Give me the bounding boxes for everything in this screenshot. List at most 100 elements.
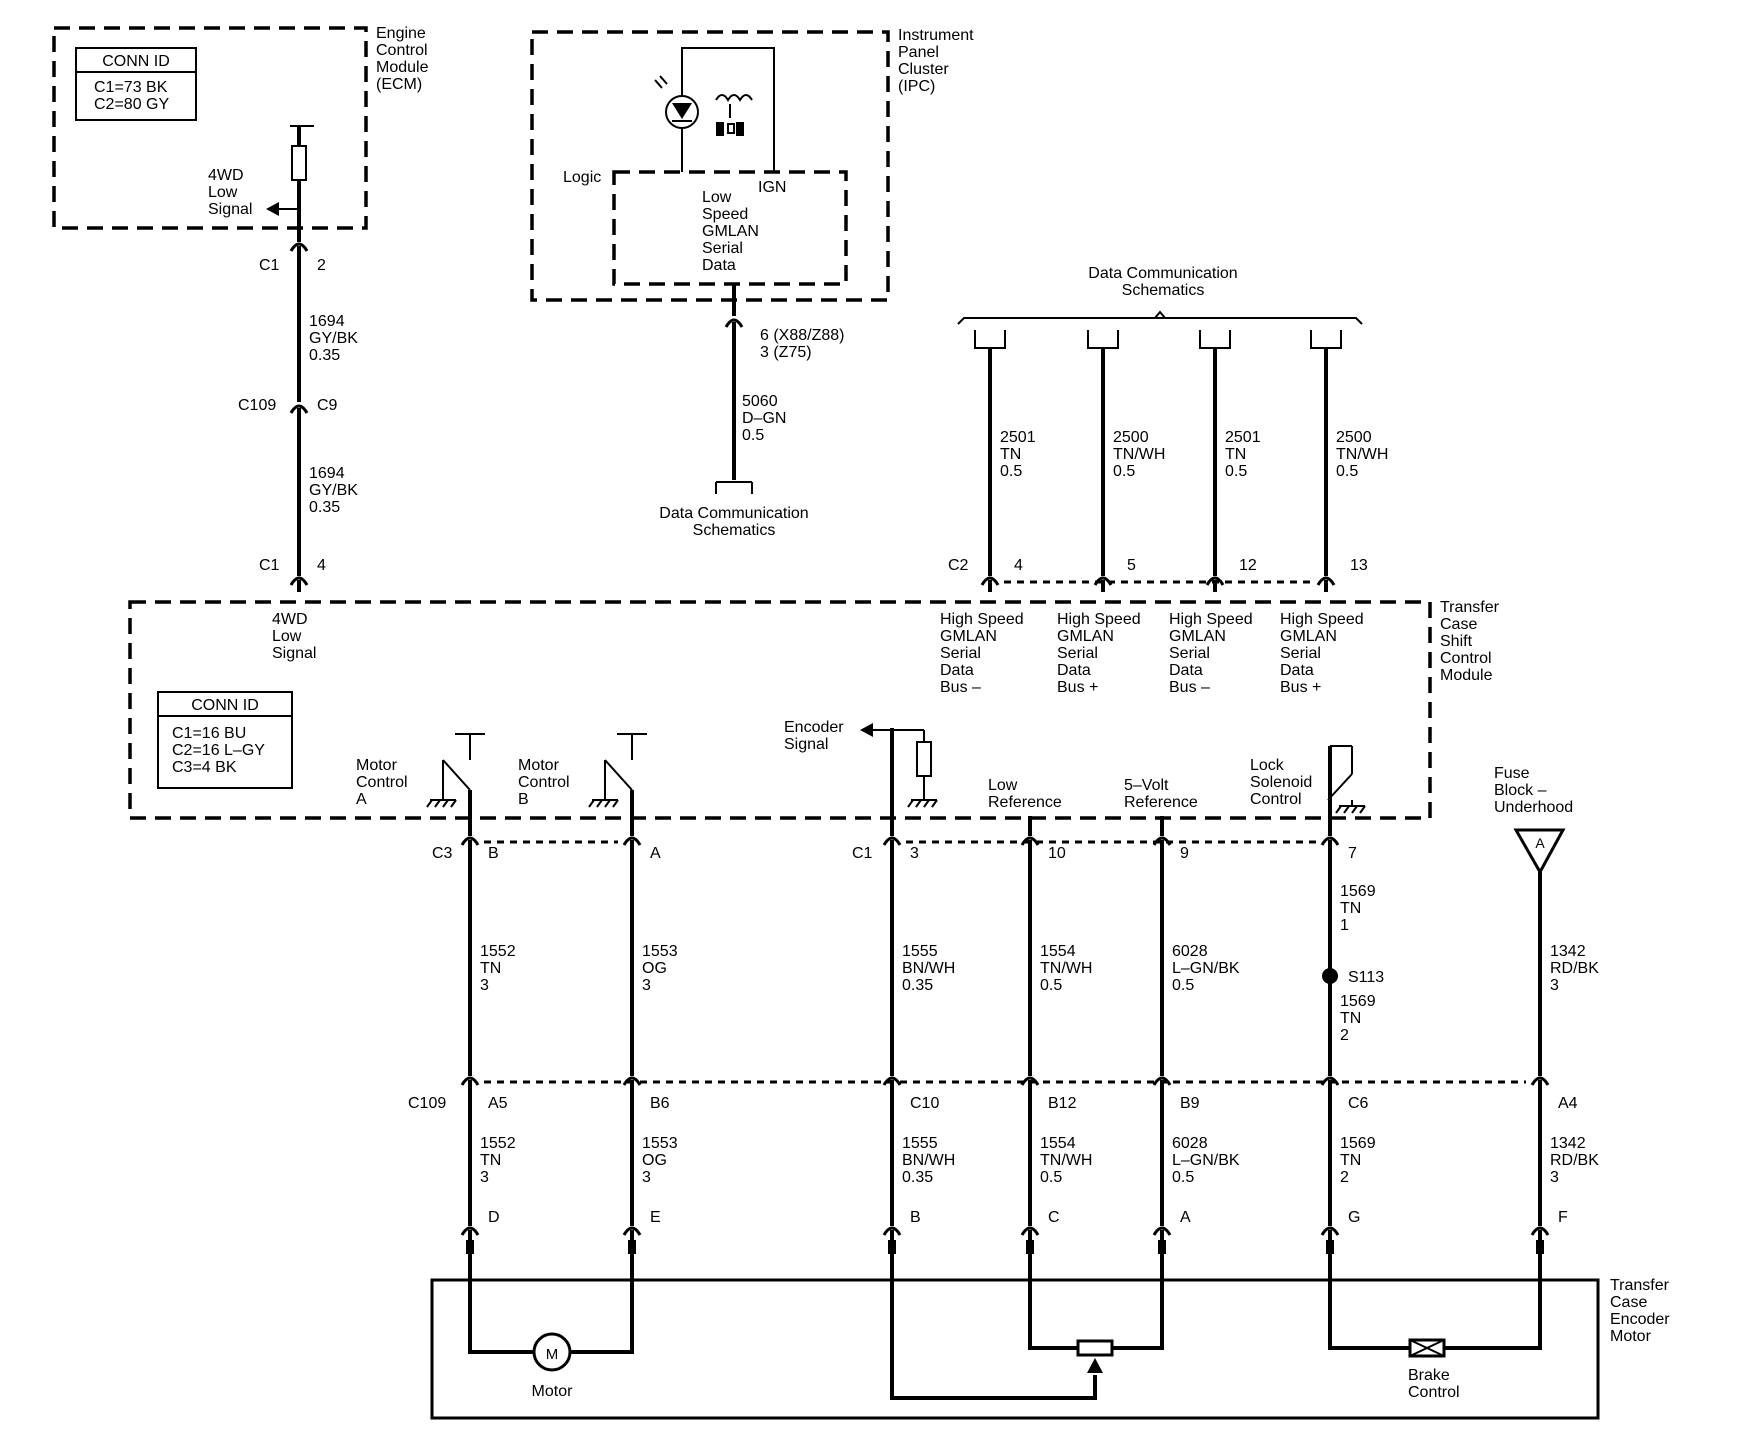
gmlan-pin-2: 5 bbox=[1127, 557, 1136, 574]
circuit-motor-a-c109-pin: A5 bbox=[488, 1095, 508, 1112]
circuit-lock-upper-connector bbox=[1320, 836, 1340, 846]
splice-s113 bbox=[1322, 968, 1338, 984]
ipc-logic-outline bbox=[612, 170, 848, 286]
circuit-motor-a-motor-pin: D bbox=[488, 1209, 500, 1226]
gmlan-pin-1: 4 bbox=[1014, 557, 1023, 574]
circuit-motor-b-c109-connector bbox=[622, 1076, 642, 1086]
c3-label: C3 bbox=[432, 845, 453, 862]
circuit-encoder-motor-connector bbox=[882, 1226, 902, 1236]
circuit-encoder-upper-pin: 3 bbox=[910, 845, 919, 862]
wiper-arrow-icon bbox=[1087, 1358, 1103, 1373]
motor-control-a-switch bbox=[426, 733, 485, 836]
circuit-motor-a-motor-connector bbox=[460, 1226, 480, 1236]
ecm-signal-arrow-icon bbox=[266, 202, 279, 216]
ecm-c109-label: C109 bbox=[238, 397, 276, 414]
circuit-five-volt-motor-pin: A bbox=[1180, 1209, 1191, 1226]
tcscm-conn-id-box bbox=[157, 691, 293, 789]
gmlan-connector-1 bbox=[980, 576, 1000, 586]
circuit-encoder-c109-pin: C10 bbox=[910, 1095, 939, 1112]
circuit-five-volt-upper-pin: 9 bbox=[1180, 845, 1189, 862]
circuit-lock-splice-label: S113 bbox=[1348, 969, 1384, 986]
circuit-encoder-upper-connector bbox=[882, 836, 902, 846]
tcscm-c1-pin4-connector bbox=[289, 576, 309, 586]
circuit-low-ref-upper-connector bbox=[1020, 836, 1040, 846]
circuit-low-ref-c109-pin: B12 bbox=[1048, 1095, 1077, 1112]
fuse-block-triangle-icon bbox=[1513, 828, 1566, 876]
ecm-c1-label: C1 bbox=[259, 257, 280, 274]
tcscm-conn-id-title: CONN ID bbox=[191, 697, 259, 714]
ipc-module-outline bbox=[530, 30, 890, 302]
ecm-conn-id-title: CONN ID bbox=[102, 53, 170, 70]
circuit-motor-b-motor-pin: E bbox=[650, 1209, 661, 1226]
circuit-fuse-c109-connector bbox=[1530, 1076, 1550, 1086]
ecm-c109-pin: C9 bbox=[317, 397, 338, 414]
tcscm-c1-pin: 4 bbox=[317, 557, 326, 574]
brake-solenoid-icon bbox=[1408, 1338, 1446, 1358]
ipc-logic-label: Logic bbox=[563, 169, 601, 186]
circuit-motor-b-upper-connector bbox=[622, 836, 642, 846]
ipc-pin-labels: 6 (X88/Z88)3 (Z75) bbox=[760, 327, 844, 361]
circuit-lock-c109-pin: C6 bbox=[1348, 1095, 1369, 1112]
gmlan-destination-brackets bbox=[974, 330, 1342, 349]
gmlan-connector-4 bbox=[1316, 576, 1336, 586]
tcscm-c1-label: C1 bbox=[259, 557, 280, 574]
ecm-c1-pin: 2 bbox=[317, 257, 326, 274]
tcscm-module-outline bbox=[128, 600, 1432, 820]
ipc-ign-label: IGN bbox=[758, 179, 786, 196]
circuit-five-volt-upper-connector bbox=[1152, 836, 1172, 846]
circuit-five-volt-motor-connector bbox=[1152, 1226, 1172, 1236]
encoder-potentiometer bbox=[1076, 1339, 1114, 1357]
motor-symbol-label: M bbox=[546, 1346, 559, 1363]
circuit-low-ref-upper-pin: 10 bbox=[1048, 845, 1066, 862]
circuit-low-ref-motor-connector bbox=[1020, 1226, 1040, 1236]
circuit-five-volt-c109-pin: B9 bbox=[1180, 1095, 1200, 1112]
circuit-low-ref-motor-pin: C bbox=[1048, 1209, 1060, 1226]
gmlan-pin-3: 12 bbox=[1239, 557, 1257, 574]
circuit-five-volt-c109-connector bbox=[1152, 1076, 1172, 1086]
gmlan-connector-3 bbox=[1205, 576, 1225, 586]
circuit-lock-motor-connector bbox=[1320, 1226, 1340, 1236]
circuit-encoder-motor-pin: B bbox=[910, 1209, 921, 1226]
circuit-motor-a-upper-pin: B bbox=[488, 845, 499, 862]
motor-icon bbox=[532, 1332, 572, 1372]
circuit-fuse-c109-pin: A4 bbox=[1558, 1095, 1578, 1112]
circuit-motor-a-upper-connector bbox=[460, 836, 480, 846]
circuit-lock-upper-pin: 7 bbox=[1348, 845, 1357, 862]
ipc-data-connector bbox=[724, 318, 744, 328]
ipc-indicator-lamp-icon bbox=[654, 75, 699, 129]
encoder-motor-box bbox=[430, 1278, 1600, 1420]
circuit-low-ref-c109-connector bbox=[1020, 1076, 1040, 1086]
